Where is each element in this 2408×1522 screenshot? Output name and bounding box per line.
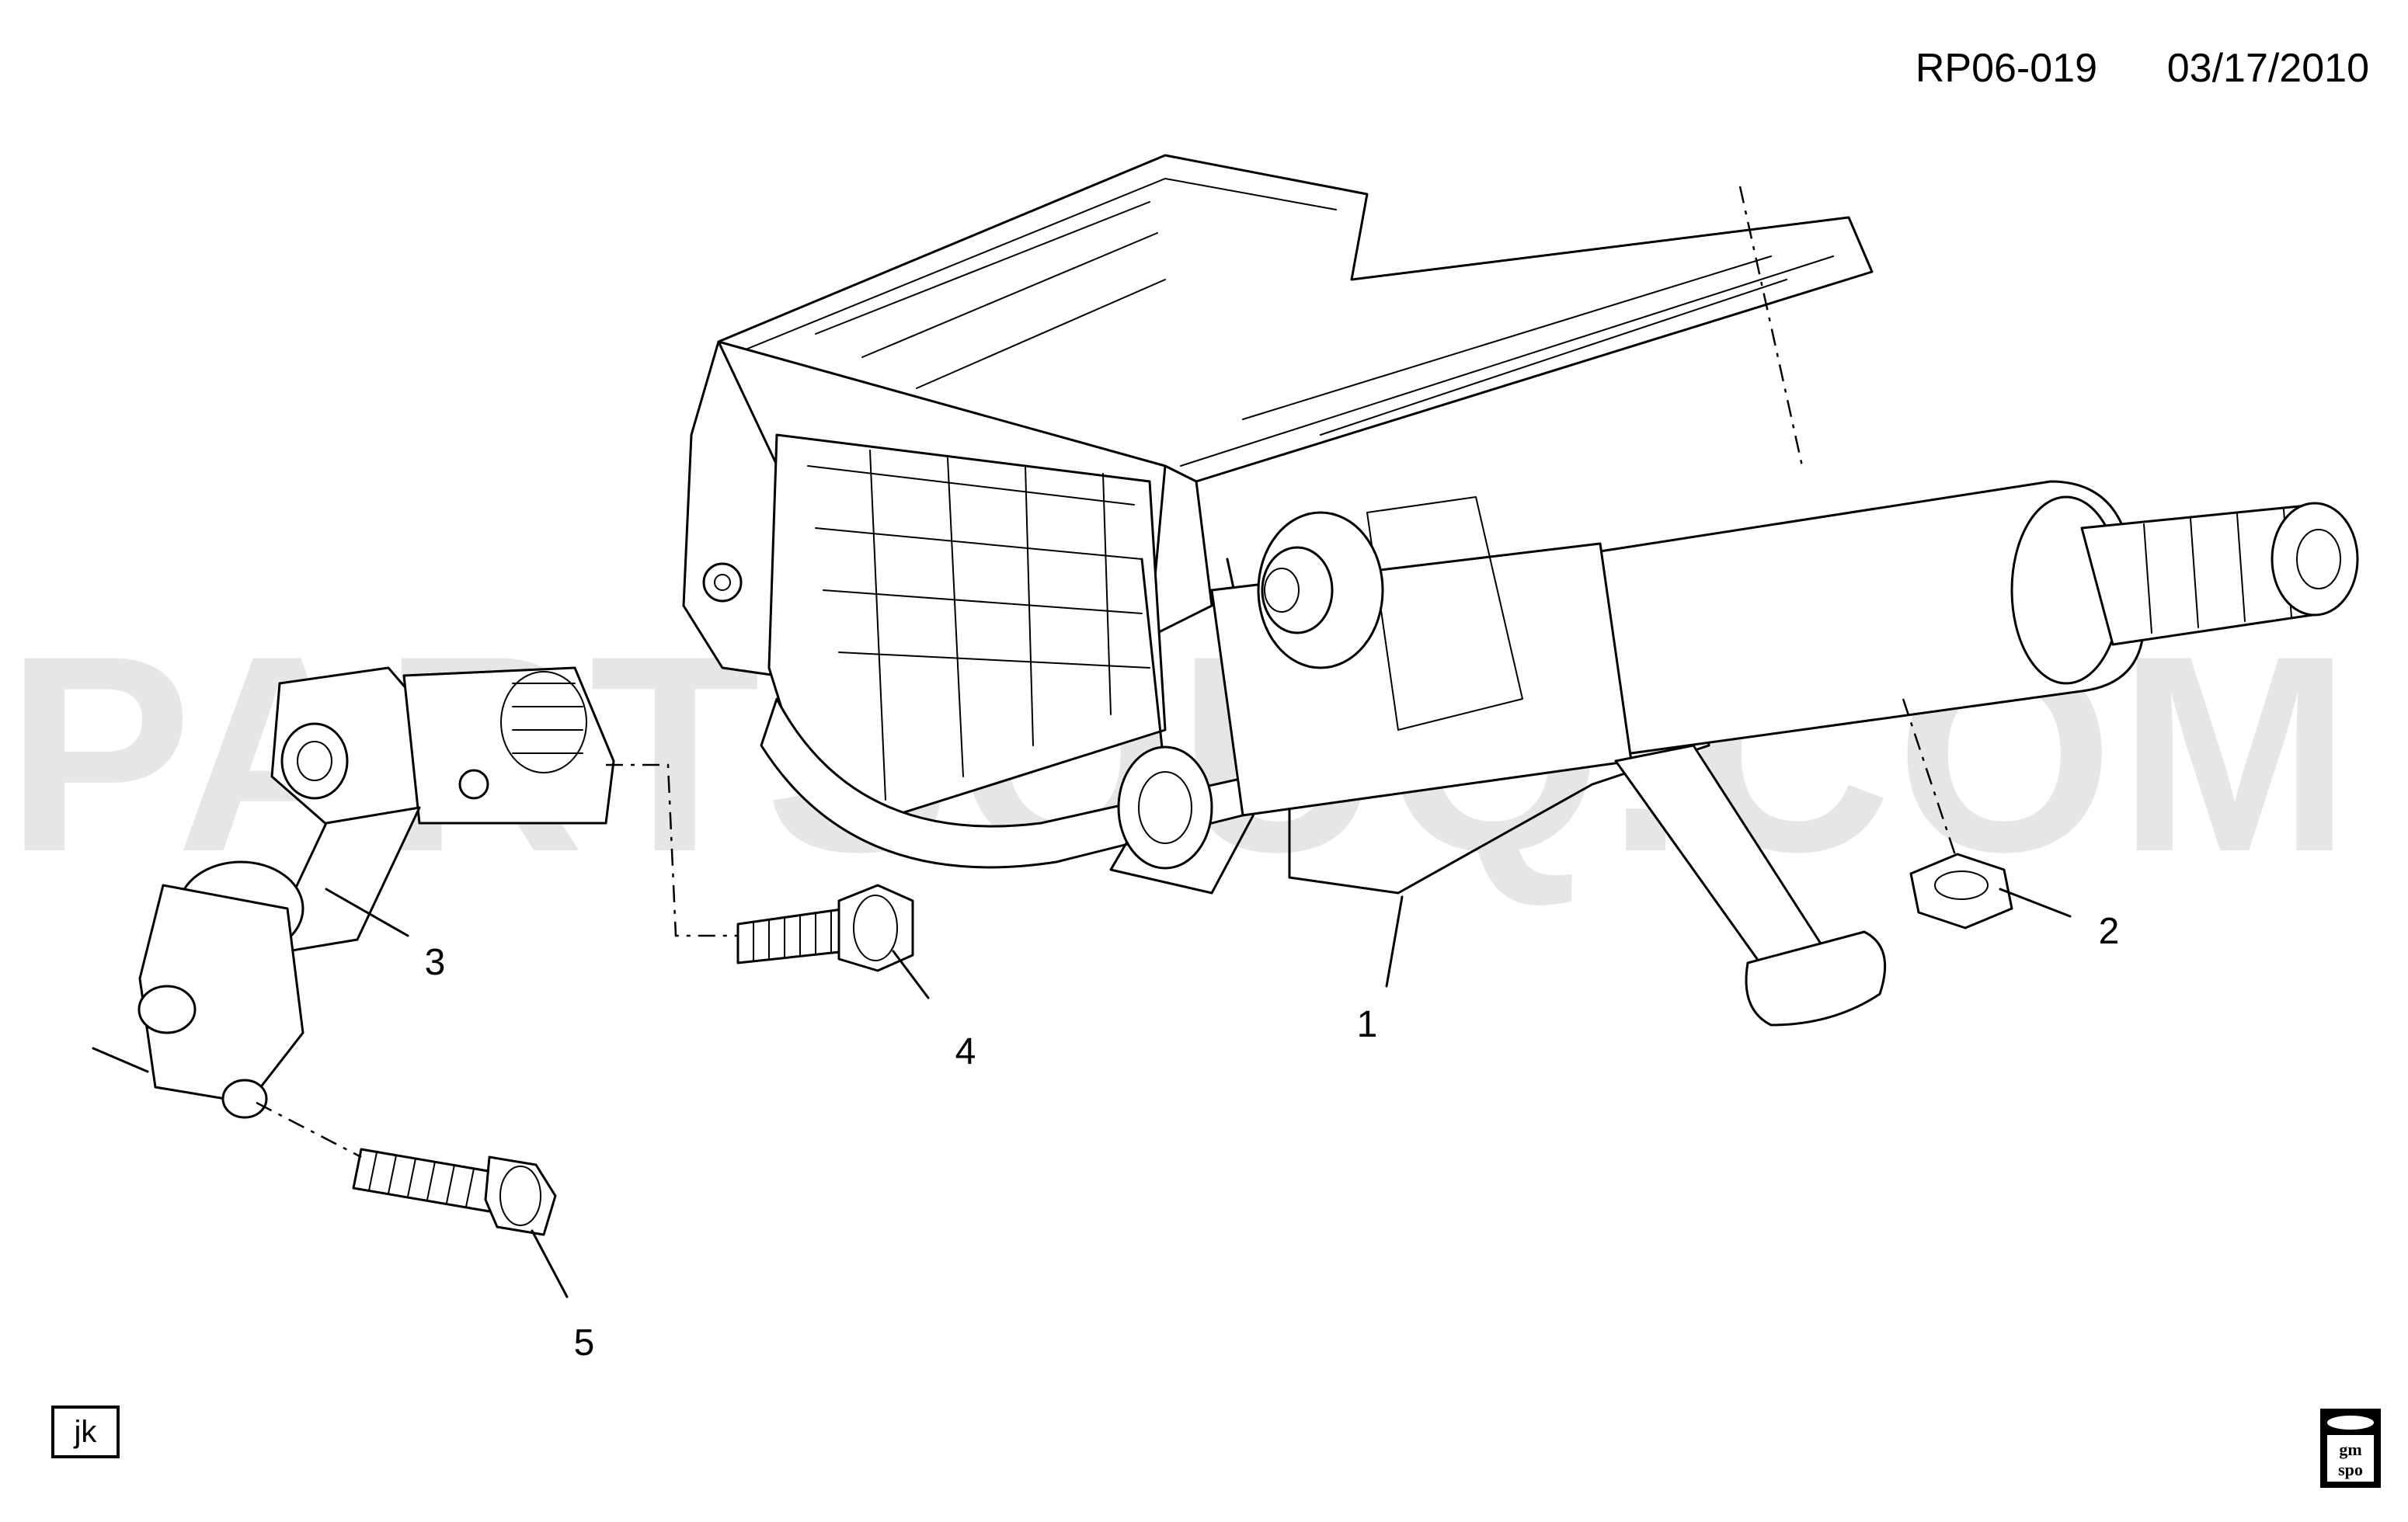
bolt-part-5: [352, 1148, 557, 1236]
bolt-4-alignment-line: [606, 763, 738, 937]
nut-part-2: [1909, 853, 2013, 930]
callout-3: 3: [425, 942, 446, 983]
intermediate-shaft-part-3: [92, 666, 615, 1119]
steering-column-assembly: [682, 154, 2359, 1027]
initials-text: jk: [74, 1415, 98, 1449]
diagram-code: RP06-019: [1916, 46, 2097, 91]
bolt-part-4: [736, 884, 914, 972]
gm-spo-logo: gm spo: [2320, 1409, 2381, 1488]
bolt-5-alignment-line: [256, 1101, 362, 1159]
callout-5: 5: [574, 1322, 595, 1364]
callout-2: 2: [2099, 911, 2120, 952]
callout-4: 4: [955, 1031, 976, 1072]
logo-text-top: gm: [2339, 1440, 2361, 1459]
diagram-date: 03/17/2010: [2167, 46, 2369, 91]
logo-text-bottom: spo: [2338, 1460, 2363, 1479]
initials-box: jk: [51, 1406, 120, 1458]
leader-lines: [325, 888, 2072, 1298]
callout-1: 1: [1357, 1004, 1378, 1045]
